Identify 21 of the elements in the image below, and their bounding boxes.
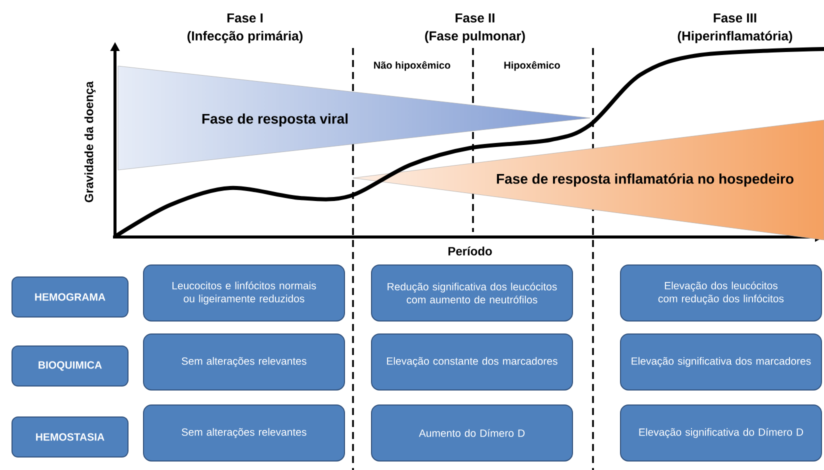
- phase-heading: Fase I: [227, 13, 263, 23]
- inflammatory-response-triangle: Fase de resposta inflamatória no hospedeiro: [352, 120, 824, 240]
- finding-box: Elevação dos leucócitos com redução dos linfócitos: [620, 264, 822, 322]
- phase-heading: Fase II: [456, 13, 494, 23]
- finding-box: Elevação significativa do Dímero D: [620, 404, 822, 462]
- finding-box: Sem alterações relevantes: [143, 333, 345, 390]
- finding-box: Sem alterações relevantes: [143, 404, 345, 462]
- phase-heading: Fase III: [714, 13, 756, 23]
- finding-box: Elevação significativa dos marcadores: [620, 333, 822, 390]
- finding-box: Elevação constante dos marcadores: [371, 333, 573, 390]
- row-header-box: BIOQUIMICA: [12, 345, 128, 386]
- row-header-box: HEMOSTASIA: [12, 416, 128, 458]
- row-header-box: HEMOGRAMA: [12, 276, 128, 318]
- axis-title: Período: [446, 246, 494, 256]
- phase-heading: (Fase pulmonar): [425, 30, 525, 44]
- finding-box: Leucocitos e linfócitos normais ou ligeiramente reduzidos: [143, 264, 345, 322]
- finding-box: Redução significativa dos leucócitos com aumento de neutrófilos: [371, 264, 573, 322]
- finding-box: Aumento do Dímero D: [371, 404, 573, 462]
- phase-heading: (Infecção primária): [188, 30, 302, 44]
- axis-title: Gravidade da doença: [84, 81, 96, 202]
- phase-heading: (Hiperinflamatória): [678, 30, 792, 44]
